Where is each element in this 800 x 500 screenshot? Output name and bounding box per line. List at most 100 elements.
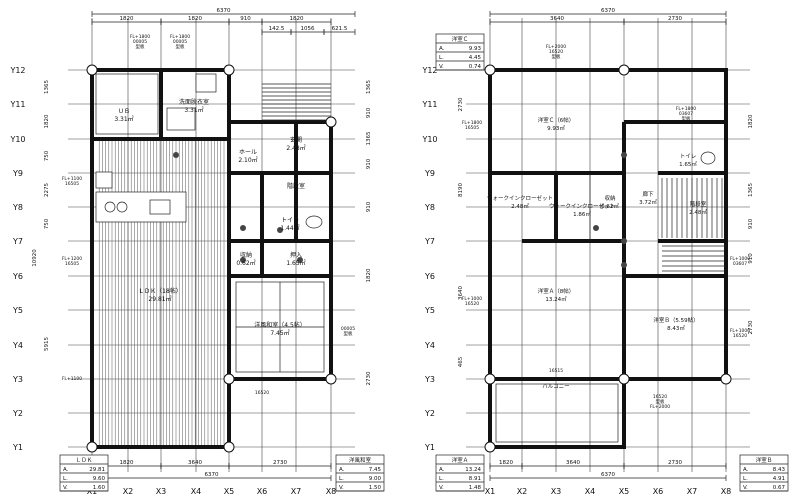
- p1-dimension-label: 910: [240, 16, 251, 22]
- p1-dimension-label: 5915: [44, 337, 50, 351]
- p1-room-area-wash: 3.31㎡: [184, 106, 203, 114]
- p1-exterior-wall: [227, 120, 333, 381]
- p2-dimension-label: 2730: [668, 460, 682, 466]
- p1-grid-label-x: X1: [87, 487, 98, 496]
- p1-fixture-dot: [297, 257, 303, 263]
- p1-area-table-value: 7.45: [369, 467, 382, 473]
- p1-window-label: 16520: [255, 390, 269, 396]
- p2-room-area-walkin: 2.48㎡: [511, 202, 529, 210]
- p2-fixture-dot: [621, 238, 627, 244]
- p1-dimension-label: 2730: [273, 460, 287, 466]
- p1-grid-label-y: Y4: [12, 341, 23, 350]
- p1-room-area-ub: 3.31㎡: [114, 115, 133, 123]
- p2-grid-label-x: X3: [551, 487, 562, 496]
- p1-washing-machine: [166, 107, 196, 131]
- p2-grid-label-y: Y11: [421, 100, 437, 109]
- p2-room-name-western-c: 洋室Ｃ（6帖）: [538, 116, 575, 124]
- p1-room-name-japanese: 洋風和室（4.5帖）: [254, 321, 306, 329]
- p2-grid-label-y: Y7: [424, 237, 435, 246]
- p1-area-table-key: A.: [63, 467, 69, 473]
- p1-dimension-label: 1820: [290, 16, 304, 22]
- p2-grid-label-y: Y4: [424, 341, 435, 350]
- p1-dimension-label: 10920: [32, 249, 38, 267]
- p2-dimension-label: 910: [748, 218, 754, 229]
- p1-grid-label-x: X3: [156, 487, 167, 496]
- p2-grid-label-y: Y5: [424, 306, 435, 315]
- p2-room-name-walkin-small: ウォークインクローゼット: [549, 202, 615, 210]
- p2-area-table-value: 0.67: [773, 485, 786, 491]
- p2-dimension-label: 8190: [458, 183, 464, 197]
- p2-grid-label-y: Y2: [424, 409, 435, 418]
- p1-area-table-value: 9.60: [93, 476, 106, 482]
- p1-column-marker: [223, 441, 235, 453]
- p2-grid-label-y: Y3: [424, 375, 435, 384]
- p1-room-name-entrance: 玄関: [290, 136, 302, 144]
- p2-room-name-walkin: ウォークインクローゼット: [487, 194, 553, 202]
- p1-room-name-closet: 押入: [290, 251, 302, 259]
- p1-window-label: FL+1100: [62, 376, 82, 382]
- p1-grid-label-y: Y9: [12, 169, 23, 178]
- p2-grid-label-x: X1: [485, 487, 496, 496]
- p2-balcony-floor: [495, 383, 619, 443]
- p1-column-marker: [223, 64, 235, 76]
- p2-area-table-value: 8.43: [773, 467, 786, 473]
- p1-room-name-wash: 洗面脱衣室: [179, 98, 209, 106]
- p1-grid-label-y: Y12: [9, 66, 25, 75]
- p2-area-table-key: L.: [743, 476, 748, 482]
- p1-dimension-label: 1820: [366, 268, 372, 282]
- p2-room-area-corridor: 3.72㎡: [639, 198, 657, 206]
- p2-dimension-label: 3640: [566, 460, 580, 466]
- p2-fixture-dot: [621, 262, 627, 268]
- p1-column-marker: [86, 64, 98, 76]
- p1-room-name-toilet: トイレ: [281, 217, 299, 224]
- p2-area-table-key: V.: [439, 485, 444, 491]
- p2-dimension-label: 3640: [550, 16, 564, 22]
- p1-area-table-title: ＬＤＫ: [76, 457, 93, 464]
- p1-dimension-label: 621.5: [332, 26, 348, 32]
- p1-dimension-label: 1365: [366, 80, 372, 94]
- p1-dimension-label: 1820: [120, 16, 134, 22]
- p1-dimension-label: 1820: [120, 460, 134, 466]
- p1-dimension-label: 1820: [44, 114, 50, 128]
- p1-area-table-key: L.: [339, 476, 344, 482]
- p1-fridge: [95, 171, 113, 189]
- p2-room-area-western-a: 13.24㎡: [545, 295, 567, 303]
- p2-dimension-label: 910: [748, 253, 754, 264]
- p2-balcony-wall: [488, 377, 626, 449]
- p2-column-marker: [720, 373, 732, 385]
- p2-column-marker: [484, 441, 496, 453]
- p2-dimension-label: 3640: [458, 286, 464, 300]
- p2-column-marker: [484, 64, 496, 76]
- p1-grid-label-y: Y11: [9, 100, 25, 109]
- p1-grid-label-x: X4: [191, 487, 202, 496]
- p1-dimension-label: 910: [366, 201, 372, 212]
- p2-area-table-key: L.: [439, 55, 444, 61]
- p1-dimension-label: 910: [366, 107, 372, 118]
- p1-dimension-label: 2730: [366, 371, 372, 385]
- p1-fixture-dot: [240, 225, 246, 231]
- p1-grid-label-y: Y1: [12, 443, 23, 452]
- p2-room-name-storage2: 収納: [604, 194, 616, 202]
- p2-dimension-label: 6370: [601, 472, 615, 478]
- p1-grid-label-x: X7: [291, 487, 302, 496]
- p1-room-area-toilet: 1.44㎡: [280, 224, 299, 232]
- p1-column-marker: [86, 441, 98, 453]
- p1-dimension-label: 3640: [188, 460, 202, 466]
- p1-dimension-label: 750: [44, 150, 50, 161]
- p2-window-label: 16515: [549, 368, 563, 374]
- p1-kitchen-counter: [95, 191, 187, 223]
- p1-fixture-dot: [277, 227, 283, 233]
- p2-dimension-label: 1820: [499, 460, 513, 466]
- p1-room-name-storage: 収納: [240, 251, 252, 259]
- p2-area-table-title: 洋室Ｂ: [756, 456, 773, 464]
- p1-washbasin: [195, 73, 217, 93]
